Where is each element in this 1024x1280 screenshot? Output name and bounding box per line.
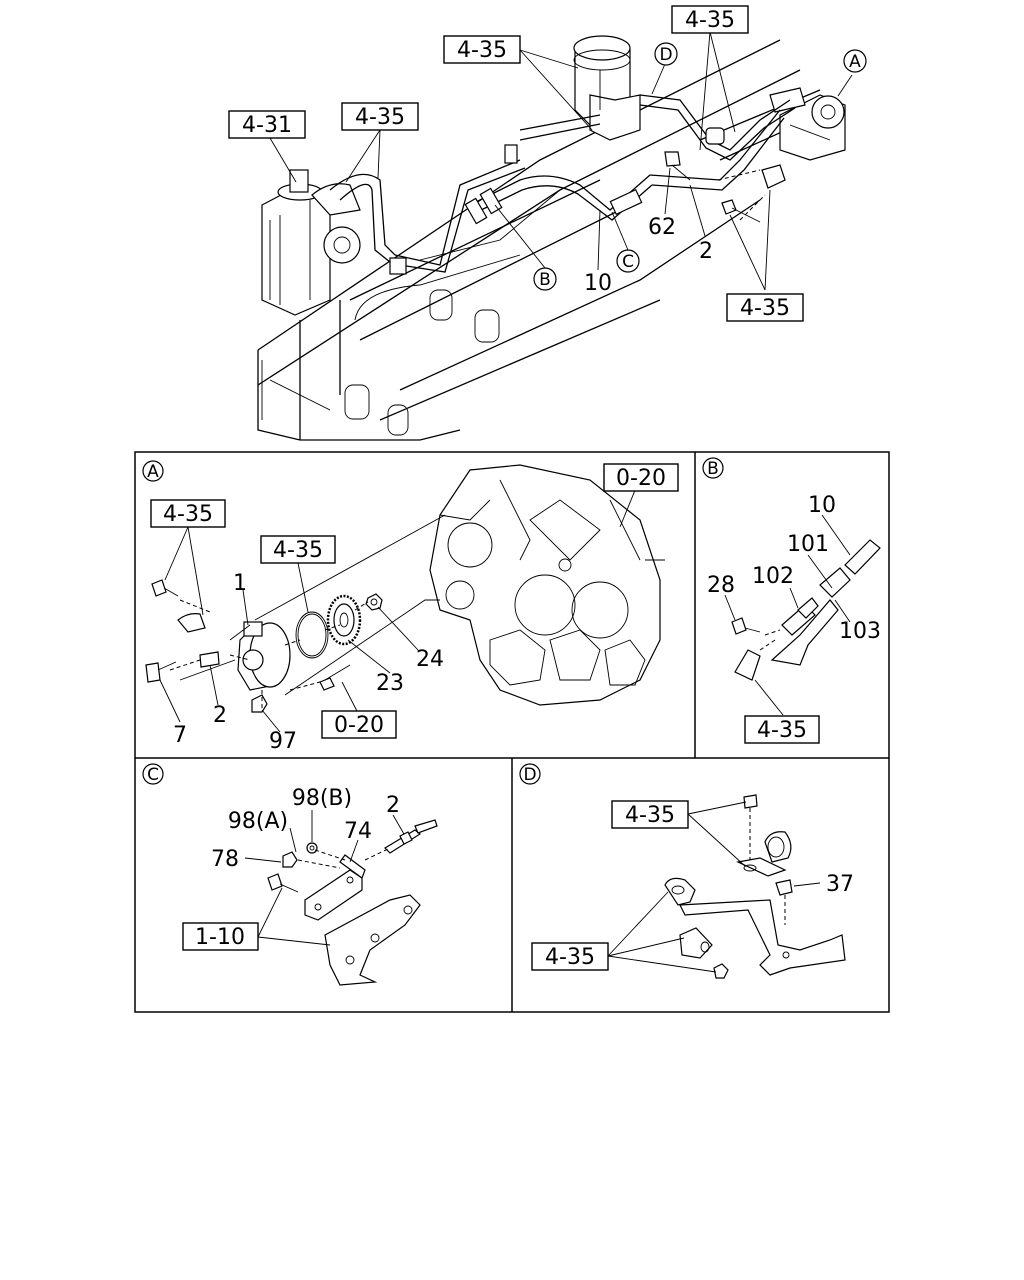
ref-d-4-35-top-label: 4-35 <box>625 803 675 828</box>
panel-c-leaders <box>244 810 405 946</box>
ref-box-d-4-35-bottom[interactable]: 4-35 <box>531 942 609 971</box>
ref-box-a-4-35-bolt[interactable]: 4-35 <box>150 499 226 528</box>
ref-4-35-top-right-label: 4-35 <box>685 8 735 33</box>
ref-box-d-4-35-top[interactable]: 4-35 <box>611 800 689 829</box>
part-number-a-7: 7 <box>173 723 187 748</box>
power-steering-pump <box>769 87 846 161</box>
part-number-2: 2 <box>699 239 713 264</box>
panel-c-letter: C <box>147 765 159 785</box>
fitting-assembly-b <box>731 539 881 681</box>
ref-c-1-10-label: 1-10 <box>195 925 245 950</box>
ref-box-a-0-20-stud[interactable]: 0-20 <box>321 710 397 739</box>
nut-24 <box>365 593 383 611</box>
panel-b: B 10 101 102 103 28 4 <box>702 457 881 744</box>
pump-assembly-a <box>229 621 291 691</box>
ref-box-4-35-tank[interactable]: 4-35 <box>443 35 521 64</box>
callout-d-label: D <box>659 45 672 65</box>
ref-a-4-35-bolt-label: 4-35 <box>163 502 213 527</box>
part-number-c-98b: 98(B) <box>292 786 352 811</box>
ref-a-0-20-housing-label: 0-20 <box>616 466 666 491</box>
detail-panels-frame <box>134 451 890 1013</box>
drive-gear <box>326 594 362 646</box>
ref-box-c-1-10[interactable]: 1-10 <box>182 922 259 951</box>
part-number-b-28: 28 <box>707 573 735 598</box>
ref-b-4-35-label: 4-35 <box>757 718 807 743</box>
panel-d-leaders <box>607 801 821 973</box>
bracket-assembly-d <box>664 794 846 979</box>
ref-box-4-35-left[interactable]: 4-35 <box>341 102 419 131</box>
ref-a-4-35-oring-label: 4-35 <box>273 538 323 563</box>
ref-box-a-0-20-housing[interactable]: 0-20 <box>603 463 679 492</box>
projection-line-bottom <box>284 599 440 696</box>
callout-d[interactable]: D <box>654 42 678 66</box>
part-number-a-97: 97 <box>269 729 297 754</box>
panel-a-leaders <box>159 477 641 733</box>
panel-d: D 4-35 <box>519 763 854 979</box>
part-number-a-1: 1 <box>233 571 247 596</box>
flywheel-housing <box>429 464 665 706</box>
panel-a-letter: A <box>147 462 159 482</box>
hydraulic-lines <box>329 94 796 275</box>
callout-b-label: B <box>539 270 551 290</box>
part-number-b-102: 102 <box>752 564 794 589</box>
panel-d-letter: D <box>523 765 536 785</box>
main-bolts <box>664 151 786 223</box>
ref-box-4-31[interactable]: 4-31 <box>228 110 306 139</box>
part-number-b-103: 103 <box>839 619 881 644</box>
bolts-a <box>145 579 369 713</box>
o-ring-inner <box>297 613 327 657</box>
ref-4-31-label: 4-31 <box>242 113 292 138</box>
ref-box-a-4-35-oring[interactable]: 4-35 <box>260 535 336 564</box>
callout-c-label: C <box>622 252 634 272</box>
bracket-assembly-c <box>267 819 438 986</box>
ref-4-35-left-label: 4-35 <box>355 105 405 130</box>
part-number-a-24: 24 <box>416 647 444 672</box>
callout-a-label: A <box>849 52 861 72</box>
callout-c[interactable]: C <box>616 249 640 273</box>
callout-a[interactable]: A <box>843 49 867 73</box>
part-number-a-2: 2 <box>213 703 227 728</box>
part-number-b-10: 10 <box>808 493 836 518</box>
part-number-c-98a: 98(A) <box>228 809 288 834</box>
ref-d-4-35-bottom-label: 4-35 <box>545 945 595 970</box>
ref-box-4-35-bottom-right[interactable]: 4-35 <box>726 293 804 322</box>
main-leaders <box>269 31 853 291</box>
panel-d-label: D <box>519 763 541 785</box>
part-number-b-101: 101 <box>787 532 829 557</box>
part-number-10: 10 <box>584 271 612 296</box>
part-number-a-23: 23 <box>376 671 404 696</box>
panel-c-label: C <box>142 763 164 785</box>
ref-a-0-20-stud-label: 0-20 <box>334 713 384 738</box>
o-ring <box>295 611 329 659</box>
part-number-c-74: 74 <box>344 819 372 844</box>
panel-b-label: B <box>702 457 724 479</box>
ref-box-b-4-35[interactable]: 4-35 <box>744 715 820 744</box>
projection-line-top <box>254 514 446 621</box>
part-number-62: 62 <box>648 215 676 240</box>
reservoir-tank <box>573 35 641 141</box>
steering-gear-box <box>261 169 361 316</box>
panel-b-leaders <box>724 514 851 716</box>
panel-a: A <box>142 460 679 754</box>
ref-box-4-35-top-right[interactable]: 4-35 <box>671 5 749 34</box>
part-number-d-37: 37 <box>826 872 854 897</box>
ref-4-35-tank-label: 4-35 <box>457 38 507 63</box>
part-number-c-78: 78 <box>211 847 239 872</box>
panel-b-letter: B <box>707 459 719 479</box>
callout-b[interactable]: B <box>533 267 557 291</box>
panel-a-label: A <box>142 460 164 482</box>
panel-c: C <box>142 763 438 986</box>
ref-4-35-bottom-right-label: 4-35 <box>740 296 790 321</box>
part-number-c-2: 2 <box>386 793 400 818</box>
main-assembly-view: 4-31 4-35 4-35 4-35 4-35 A B C <box>228 5 867 441</box>
